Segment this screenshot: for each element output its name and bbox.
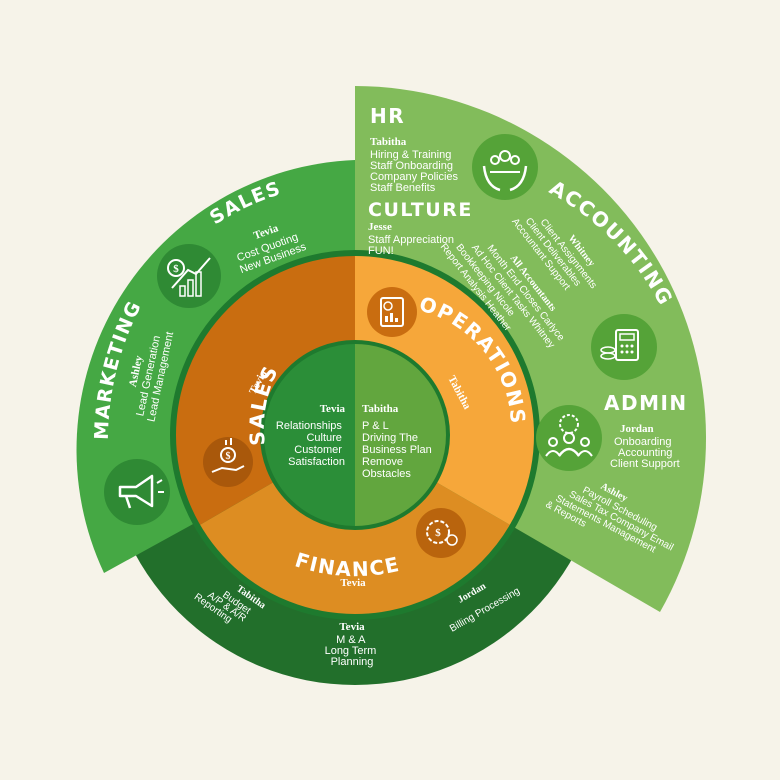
gear-dollar-icon: $ [416,508,466,558]
finance-center-owner: Tevia [339,621,365,633]
core-right-lines: P & L Driving The Business Plan Remove O… [362,420,435,480]
outer-hr-title: HR [370,104,405,128]
outer-admin-owner: Jordan [620,423,654,435]
outer-admin-lines: Onboarding Accounting Client Support [610,436,680,470]
hand-coin-icon: $ [203,437,253,487]
megaphone-icon [104,459,170,525]
report-chart-icon [367,287,417,337]
svg-text:$: $ [226,451,231,462]
svg-text:$: $ [173,263,179,275]
core-right-name: Tabitha [362,403,399,415]
core-right [355,342,448,528]
outer-hr-owner: Tabitha [370,136,407,148]
core-left [262,342,355,528]
svg-text:$: $ [435,527,441,539]
inner-finance-owner: Tevia [340,577,366,589]
outer-admin-title: ADMIN [604,391,688,415]
outer-culture-lines: Staff Appreciation FUN! [368,234,457,257]
team-hands-icon [472,134,538,200]
dollar-growth-icon: $ [157,244,221,308]
core-left-name: Tevia [320,403,346,415]
team-gear-icon [536,405,602,471]
outer-culture-title: CULTURE [368,199,473,221]
core-left-lines: Relationships Culture Customer Satisfact… [276,420,345,468]
core-border [260,340,450,530]
outer-culture-owner: Jesse [368,221,392,233]
finance-center-lines: M & A Long Term Planning [325,634,380,668]
calculator-coins-icon [591,314,657,380]
outer-hr-lines: Hiring & Training Staff Onboarding Compa… [370,149,461,194]
